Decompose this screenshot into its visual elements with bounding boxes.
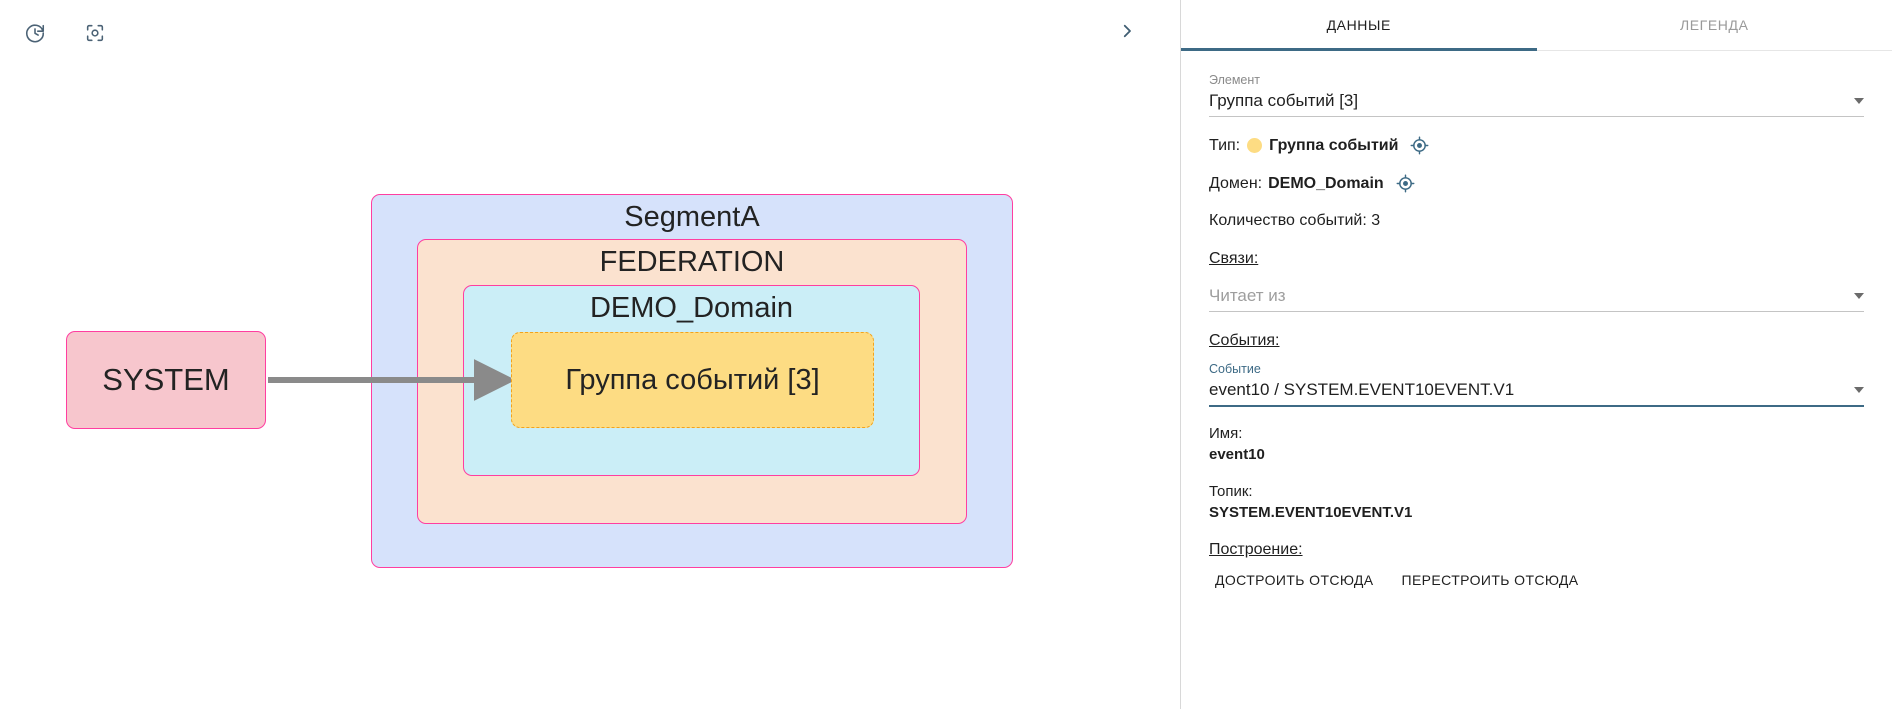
domain-row-value: DEMO_Domain (1268, 174, 1384, 192)
graph-diagram: SegmentA FEDERATION DEMO_Domain SYSTEM (66, 194, 1013, 568)
collapse-side-panel-button[interactable] (1112, 18, 1142, 48)
reads-from-select[interactable]: Читает из (1209, 284, 1864, 312)
type-color-swatch (1247, 138, 1263, 153)
panel-tabs: ДАННЫЕ ЛЕГЕНДА (1181, 0, 1892, 51)
build-from-here-button[interactable]: ДОСТРОИТЬ ОТСЮДА (1207, 566, 1381, 594)
event-select[interactable]: event10 / SYSTEM.EVENT10EVENT.V1 (1209, 378, 1864, 407)
reads-from-field: Читает из (1209, 284, 1864, 312)
history-restore-icon (24, 22, 46, 44)
event-select-value: event10 / SYSTEM.EVENT10EVENT.V1 (1209, 380, 1515, 399)
element-select[interactable]: Группа событий [3] (1209, 89, 1864, 117)
reads-from-placeholder: Читает из (1209, 286, 1286, 305)
tab-legend[interactable]: ЛЕГЕНДА (1537, 0, 1892, 50)
build-button-row: ДОСТРОИТЬ ОТСЮДА ПЕРЕСТРОИТЬ ОТСЮДА (1207, 566, 1864, 594)
graph-canvas[interactable]: SegmentA FEDERATION DEMO_Domain SYSTEM (0, 0, 1180, 709)
focus-target-icon-type[interactable] (1410, 136, 1429, 155)
group-label-segmenta: SegmentA (624, 201, 760, 233)
events-heading: События: (1209, 332, 1280, 349)
domain-row-key: Домен: (1209, 174, 1263, 192)
domain-row: Домен: DEMO_Domain (1209, 174, 1864, 193)
event-topic-value: SYSTEM.EVENT10EVENT.V1 (1209, 504, 1413, 521)
tab-data-label: ДАННЫЕ (1326, 17, 1391, 33)
event-name-block: Имя: event10 (1209, 423, 1864, 465)
node-system[interactable]: SYSTEM (66, 331, 266, 429)
panel-content: Элемент Группа событий [3] Тип: Группа с… (1181, 51, 1892, 594)
chevron-down-icon (1854, 387, 1864, 393)
chevron-down-icon (1854, 293, 1864, 299)
event-topic-key: Топик: (1209, 483, 1253, 500)
type-row-value: Группа событий (1269, 136, 1399, 154)
canvas-toolbar (18, 16, 112, 50)
group-label-demo-domain: DEMO_Domain (589, 292, 794, 324)
chevron-down-icon (1854, 98, 1864, 104)
focus-frame-icon (84, 22, 106, 44)
type-row-key: Тип: (1209, 136, 1241, 154)
links-heading: Связи: (1209, 250, 1259, 267)
center-view-button[interactable] (78, 16, 112, 50)
node-label-event-group: Группа событий [3] (565, 363, 820, 396)
node-event-group[interactable]: Группа событий [3] (511, 332, 874, 428)
event-select-field: Событие event10 / SYSTEM.EVENT10EVENT.V1 (1209, 360, 1864, 407)
element-select-value: Группа событий [3] (1209, 91, 1359, 110)
element-field-label: Элемент (1209, 73, 1260, 87)
event-name-key: Имя: (1209, 425, 1243, 442)
rebuild-from-here-button[interactable]: ПЕРЕСТРОИТЬ ОТСЮДА (1393, 566, 1586, 594)
event-name-value: event10 (1209, 446, 1265, 463)
group-label-federation: FEDERATION (599, 246, 785, 278)
event-topic-block: Топик: SYSTEM.EVENT10EVENT.V1 (1209, 481, 1864, 523)
focus-target-icon-domain[interactable] (1396, 174, 1415, 193)
reset-view-button[interactable] (18, 16, 52, 50)
chevron-right-icon (1118, 22, 1136, 45)
type-row: Тип: Группа событий (1209, 136, 1864, 155)
details-side-panel: ДАННЫЕ ЛЕГЕНДА Элемент Группа событий [3… (1180, 0, 1892, 709)
build-heading: Построение: (1209, 541, 1303, 558)
tab-legend-label: ЛЕГЕНДА (1679, 17, 1749, 33)
tab-data[interactable]: ДАННЫЕ (1181, 0, 1537, 51)
event-count-row: Количество событий: 3 (1209, 212, 1381, 229)
node-label-system: SYSTEM (102, 362, 230, 397)
element-field: Элемент Группа событий [3] (1209, 71, 1864, 117)
event-select-label: Событие (1209, 362, 1261, 376)
